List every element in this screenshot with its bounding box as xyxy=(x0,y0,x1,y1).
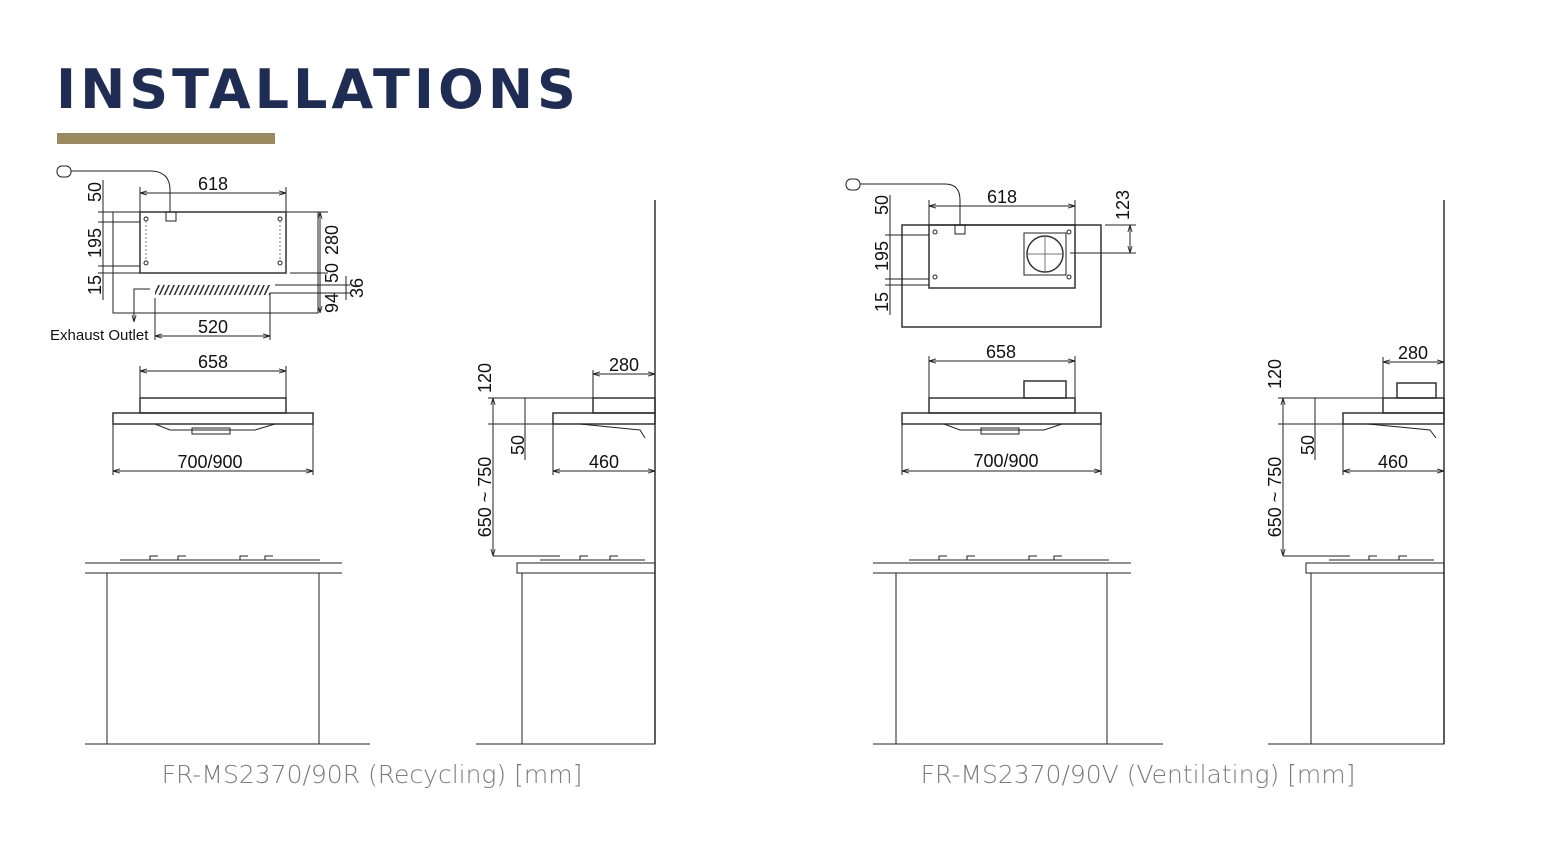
dim-15: 15 xyxy=(872,292,892,312)
ventilating-top-view: 618 50 195 15 123 xyxy=(845,178,1136,328)
dim-15: 15 xyxy=(85,275,105,295)
side-dim-280: 280 xyxy=(1398,343,1428,363)
dim-50-right: 50 xyxy=(322,263,342,283)
ventilating-side-view: 280 460 120 50 650 ~ 750 xyxy=(1265,200,1445,744)
side-dim-120: 120 xyxy=(1265,359,1285,389)
side-dim-50: 50 xyxy=(1298,435,1318,455)
recycling-side-view: 280 460 120 50 650 ~ 750 xyxy=(475,200,656,744)
recycling-front-view: 658 700/900 xyxy=(112,352,314,475)
dim-195: 195 xyxy=(85,228,105,258)
ventilating-cabinet-side xyxy=(1268,555,1445,745)
duct-outlet-icon xyxy=(1023,232,1067,276)
dim-50: 50 xyxy=(872,195,892,215)
plug-icon xyxy=(56,165,171,212)
side-dim-650-750: 650 ~ 750 xyxy=(1265,457,1285,538)
side-dim-280: 280 xyxy=(609,355,639,375)
dim-195: 195 xyxy=(872,241,892,271)
dim-50: 50 xyxy=(85,182,105,202)
side-dim-650-750: 650 ~ 750 xyxy=(475,457,495,538)
ventilating-front-view: 658 700/900 xyxy=(901,342,1102,475)
dim-700-900: 700/900 xyxy=(973,451,1038,471)
side-dim-460: 460 xyxy=(589,452,619,472)
title-underline xyxy=(57,133,275,144)
recycling-top-view: 618 50 195 15 280 50 94 36 520 Exhaust O… xyxy=(50,165,367,344)
page-title: INSTALLATIONS xyxy=(56,58,580,121)
ventilating-cabinet-front xyxy=(873,555,1163,745)
ventilating-caption: FR-MS2370/90V (Ventilating) [mm] xyxy=(920,760,1356,789)
dim-94: 94 xyxy=(322,293,342,313)
dim-658: 658 xyxy=(198,352,228,372)
dim-280: 280 xyxy=(322,225,342,255)
recycling-cabinet-front xyxy=(85,555,370,745)
recycling-caption: FR-MS2370/90R (Recycling) [mm] xyxy=(161,760,583,789)
dim-123: 123 xyxy=(1113,190,1133,220)
dim-700-900: 700/900 xyxy=(177,452,242,472)
recycling-cabinet-side xyxy=(476,555,656,745)
dim-520: 520 xyxy=(198,317,228,337)
plug-icon xyxy=(845,178,961,225)
dim-618: 618 xyxy=(198,174,228,194)
side-dim-120: 120 xyxy=(475,363,495,393)
side-dim-50: 50 xyxy=(508,435,528,455)
dim-618: 618 xyxy=(987,187,1017,207)
side-dim-460: 460 xyxy=(1378,452,1408,472)
dim-658: 658 xyxy=(986,342,1016,362)
exhaust-outlet-label: Exhaust Outlet xyxy=(50,327,149,344)
dim-36: 36 xyxy=(347,278,367,298)
